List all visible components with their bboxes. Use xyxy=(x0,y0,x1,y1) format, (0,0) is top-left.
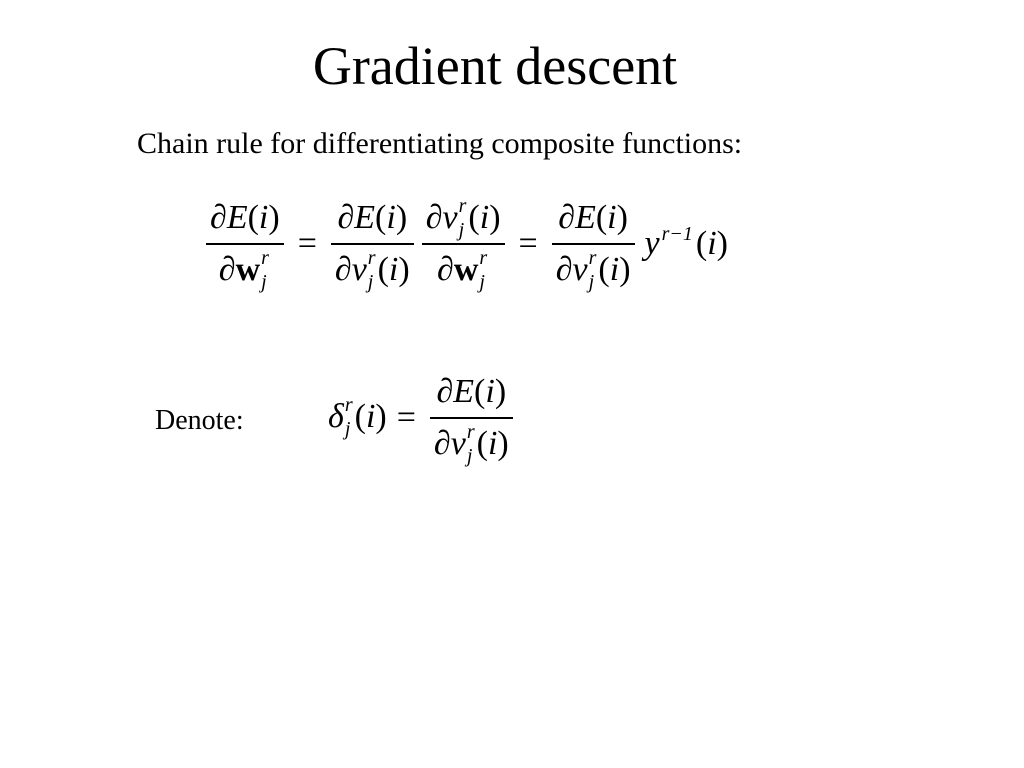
fraction-bar xyxy=(421,243,505,246)
equals-sign: = xyxy=(396,399,416,437)
fraction-bar xyxy=(551,243,635,246)
fraction-bar xyxy=(429,417,513,419)
intro-text: Chain rule for differentiating composite… xyxy=(137,127,743,160)
denote-label: Denote: xyxy=(155,405,244,436)
equals-sign: = xyxy=(518,225,538,263)
fraction-bar xyxy=(206,243,284,246)
equals-sign: = xyxy=(297,225,317,263)
slide-title: Gradient descent xyxy=(312,36,678,96)
fraction-bar xyxy=(330,243,414,246)
